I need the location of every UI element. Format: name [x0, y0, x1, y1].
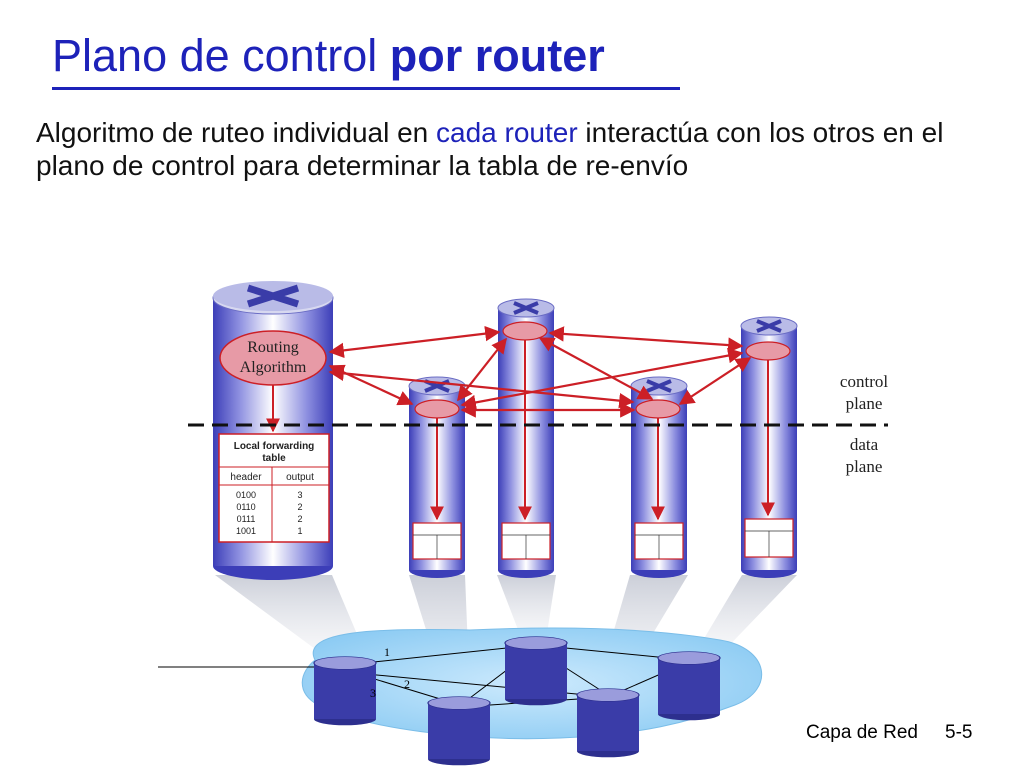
title-plain: Plano de control — [52, 30, 390, 81]
routing-algorithm-label-1: Routing — [247, 339, 299, 356]
footer-page-number: 5-5 — [945, 722, 973, 743]
title-underline — [52, 87, 680, 90]
forwarding-table-title-2: table — [262, 453, 286, 464]
interface-label-2: 2 — [404, 677, 410, 691]
table-row-1-output: 3 — [297, 490, 302, 500]
table-row-3-header: 0111 — [237, 514, 256, 524]
routing-algorithm-label-2: Algorithm — [240, 359, 307, 376]
table-row-4-header: 1001 — [236, 526, 256, 536]
data-plane-label-2: plane — [846, 457, 883, 476]
control-plane-arrows — [328, 325, 752, 418]
routing-module-5 — [745, 341, 791, 361]
table-row-2-header: 0110 — [236, 502, 255, 512]
network-router-2 — [504, 636, 568, 706]
network-router-4 — [427, 696, 491, 766]
footer-chapter: Capa de Red — [806, 722, 918, 743]
local-forwarding-table — [218, 433, 330, 543]
router-cylinder-4 — [630, 376, 688, 578]
control-plane-label-1: control — [840, 372, 888, 391]
router-cylinder-large: Routing Algorithm Local forwarding table… — [212, 281, 334, 580]
table-header-col: header — [230, 472, 262, 483]
body-text-after: interactúa con los otros en el plano de … — [36, 117, 944, 181]
table-row-3-output: 2 — [297, 514, 302, 524]
forwarding-table-title-1: Local forwarding — [234, 441, 315, 452]
routing-module-4 — [635, 399, 681, 419]
table-row-2-output: 2 — [297, 502, 302, 512]
data-plane-label-1: data — [850, 435, 879, 454]
routing-module-2 — [414, 399, 460, 419]
control-plane-label-2: plane — [846, 394, 883, 413]
slide-title: Plano de control por router — [52, 30, 605, 82]
router-cylinder-2 — [408, 376, 466, 578]
network-router-3 — [657, 651, 721, 721]
body-text-before: Algoritmo de ruteo individual en — [36, 117, 437, 148]
interface-label-3: 3 — [370, 686, 376, 700]
table-output-col: output — [286, 472, 314, 483]
title-bold: por router — [389, 30, 605, 81]
network-router-1 — [313, 656, 377, 726]
interface-label-1: 1 — [384, 645, 390, 659]
network-router-5 — [576, 688, 640, 758]
body-paragraph: Algoritmo de ruteo individual en cada ro… — [36, 116, 996, 182]
body-text-highlight: cada router — [436, 117, 578, 148]
table-row-4-output: 1 — [297, 526, 302, 536]
table-row-1-header: 0100 — [236, 490, 256, 500]
router-cylinder-5 — [740, 316, 798, 578]
